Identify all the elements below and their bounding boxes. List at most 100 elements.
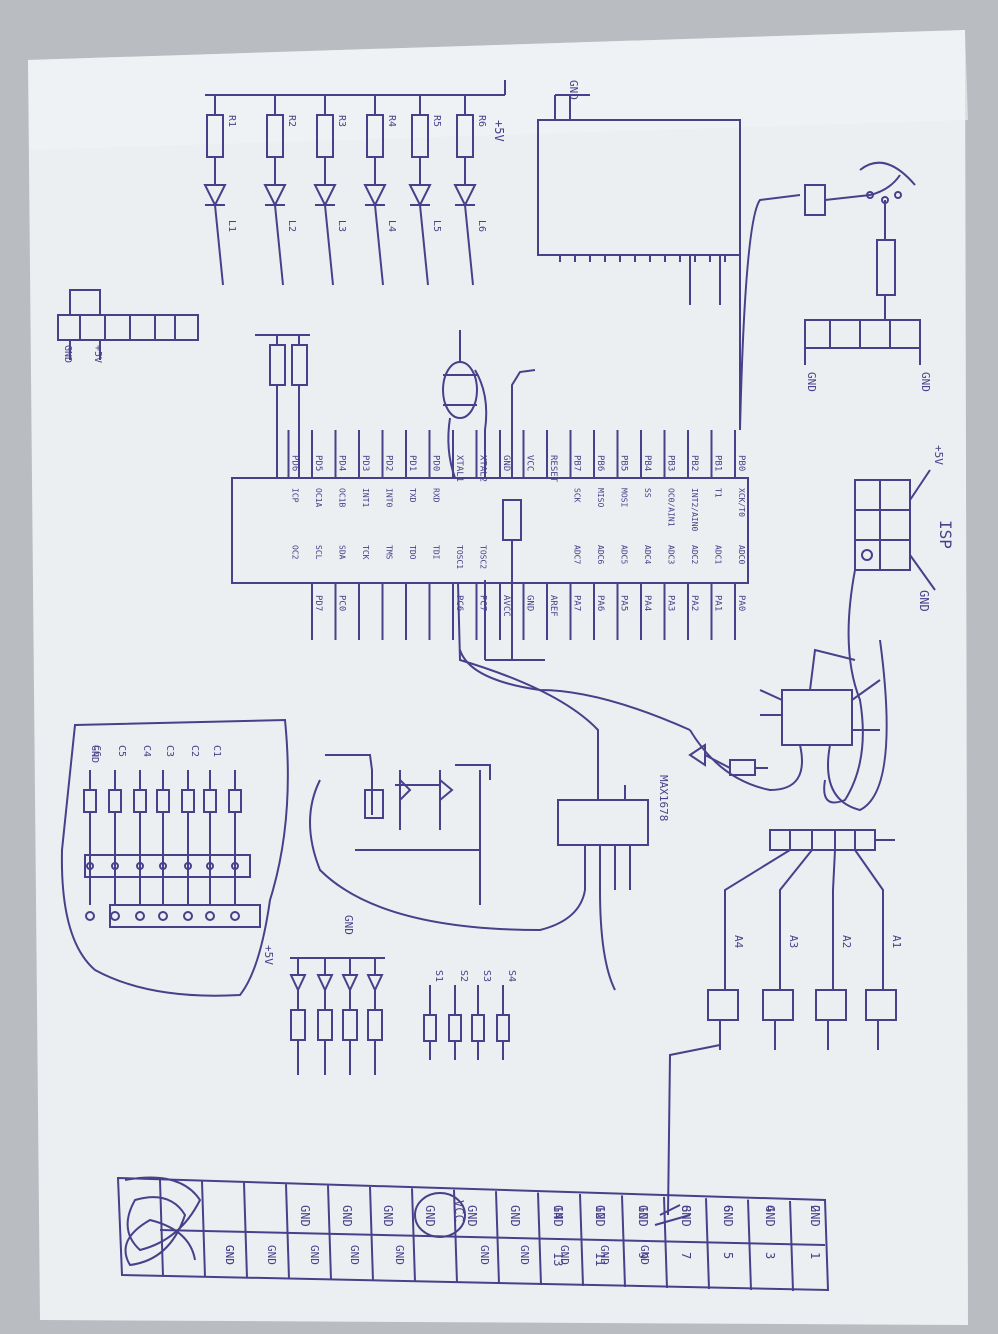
mcu-pin-function: TDO [408, 545, 417, 560]
pin-dot [135, 911, 145, 921]
mcu-pin-label: PD5 [313, 455, 323, 471]
mcu-pin-function: ADC6 [596, 545, 605, 564]
led-wire [324, 204, 334, 286]
led-label: L3 [336, 220, 347, 232]
mcu-pin-label: PB2 [689, 455, 699, 471]
mcu-pin-label: PC7 [478, 595, 488, 611]
grid-gnd-label: GND [393, 1245, 406, 1265]
relay-label: A2 [840, 935, 853, 948]
connector-pin-number: 6 [721, 1205, 735, 1212]
pin-dot [206, 862, 214, 870]
led-symbol [263, 184, 287, 208]
mcu-pin-function: OC2 [291, 545, 300, 560]
capacitor-label: C1 [211, 745, 222, 757]
pin-dot [136, 862, 144, 870]
grid-line [747, 1199, 752, 1291]
top-supply-label: +5V [492, 120, 506, 142]
relay-wire [832, 849, 836, 990]
mcu-pin-function: SCL [314, 545, 323, 560]
pin-dot [159, 862, 167, 870]
max1678-section [309, 582, 649, 991]
relay-wire [724, 849, 791, 990]
isp-label: ISP [936, 520, 955, 549]
mcu-block-top [537, 94, 741, 430]
grid-gnd-label: GND [518, 1245, 531, 1265]
connector-pin-number: 9 [636, 1252, 650, 1259]
led-label: L4 [386, 220, 397, 232]
connector-gnd-label: GND [636, 1205, 650, 1227]
mcu-pin-function: TDI [432, 545, 441, 560]
mcu-pin-label: RESET [548, 455, 558, 483]
mcu-pin-label: PA0 [736, 595, 746, 611]
mcu-pin-function: ADC1 [714, 545, 723, 564]
connector-pin-number: 5 [721, 1252, 735, 1259]
mcu-pin-label: PA6 [595, 595, 605, 611]
mcu-pin-label: PB3 [666, 455, 676, 471]
grid-gnd-label: GND [308, 1245, 321, 1265]
isp-header [823, 469, 936, 804]
resistor-label: R2 [286, 115, 297, 127]
connector-table [116, 1176, 830, 1292]
switch-label: S1 [433, 970, 444, 982]
connector-gnd-label: GND [679, 1205, 693, 1227]
mcu-pin-label: PA7 [572, 595, 582, 611]
capacitor-label: C6 [91, 745, 102, 757]
connector-gnd-label: GND [423, 1205, 437, 1227]
led-symbol [289, 974, 307, 993]
switch-label: S2 [458, 970, 469, 982]
gnd-label-top: GND [567, 80, 580, 100]
mcu-pin-label: PD2 [384, 455, 394, 471]
mcu-pin-function: SCK [573, 488, 582, 503]
led-symbol [453, 184, 477, 208]
mcu-pin-function: RXD [432, 488, 441, 503]
led-symbol [341, 974, 359, 993]
mcu-pin-label: PB1 [713, 455, 723, 471]
led-symbol [366, 974, 384, 993]
capacitor-label: C4 [141, 745, 152, 757]
mcu-pin-function: OC1B [338, 488, 347, 507]
scribble [124, 1176, 202, 1267]
reset-network [484, 369, 545, 661]
resistor-label: R6 [476, 115, 487, 127]
pullups-left [255, 334, 310, 478]
resistor-label: R5 [431, 115, 442, 127]
hdr-5v: +5V [92, 345, 103, 363]
capacitor-label: C2 [189, 745, 200, 757]
mcu-pin-function: ADC2 [690, 545, 699, 564]
relay-wire [854, 849, 884, 990]
relay-bank [667, 829, 897, 1216]
lower-led-bank [289, 957, 510, 1075]
pin-dot [230, 911, 240, 921]
switch-label: S4 [506, 970, 517, 982]
grid-line [327, 1185, 332, 1281]
diode-transistor-net [325, 754, 491, 905]
grid-line [789, 1200, 794, 1292]
grid-gnd-label: GND [478, 1245, 491, 1265]
connector-gnd-label: GND [298, 1205, 312, 1227]
grid-line [285, 1184, 290, 1280]
led-wire [214, 204, 224, 286]
mcu-pin-function: INT0 [385, 488, 394, 507]
connector-gnd-label: GND [721, 1205, 735, 1227]
relay-label: A3 [787, 935, 800, 948]
connector-pin-number: 13 [551, 1252, 565, 1266]
mcu-pin-label: PD1 [407, 455, 417, 471]
mcu-pin-label: PB7 [572, 455, 582, 471]
led-label: L6 [476, 220, 487, 232]
relay-wire [779, 849, 813, 990]
connector-pin-number: 14 [551, 1205, 565, 1219]
mcu-pin-function: ADC3 [667, 545, 676, 564]
grid-line [705, 1198, 710, 1290]
connector-pin-number: 4 [763, 1205, 777, 1212]
mcu-pin-function: SS [643, 488, 652, 498]
capacitor-label: C5 [116, 745, 127, 757]
led-wire [464, 204, 474, 286]
mcu-pin-function: TOSC2 [479, 545, 488, 569]
relay-coil [865, 989, 897, 1021]
mcu-pin-label: AVCC [501, 595, 511, 617]
mcu-pin-label: PA2 [689, 595, 699, 611]
mcu-pin-function: INT1 [361, 488, 370, 507]
pin-dot [184, 862, 192, 870]
header-top-left [57, 289, 199, 360]
connector-gnd-label: GND [465, 1205, 479, 1227]
